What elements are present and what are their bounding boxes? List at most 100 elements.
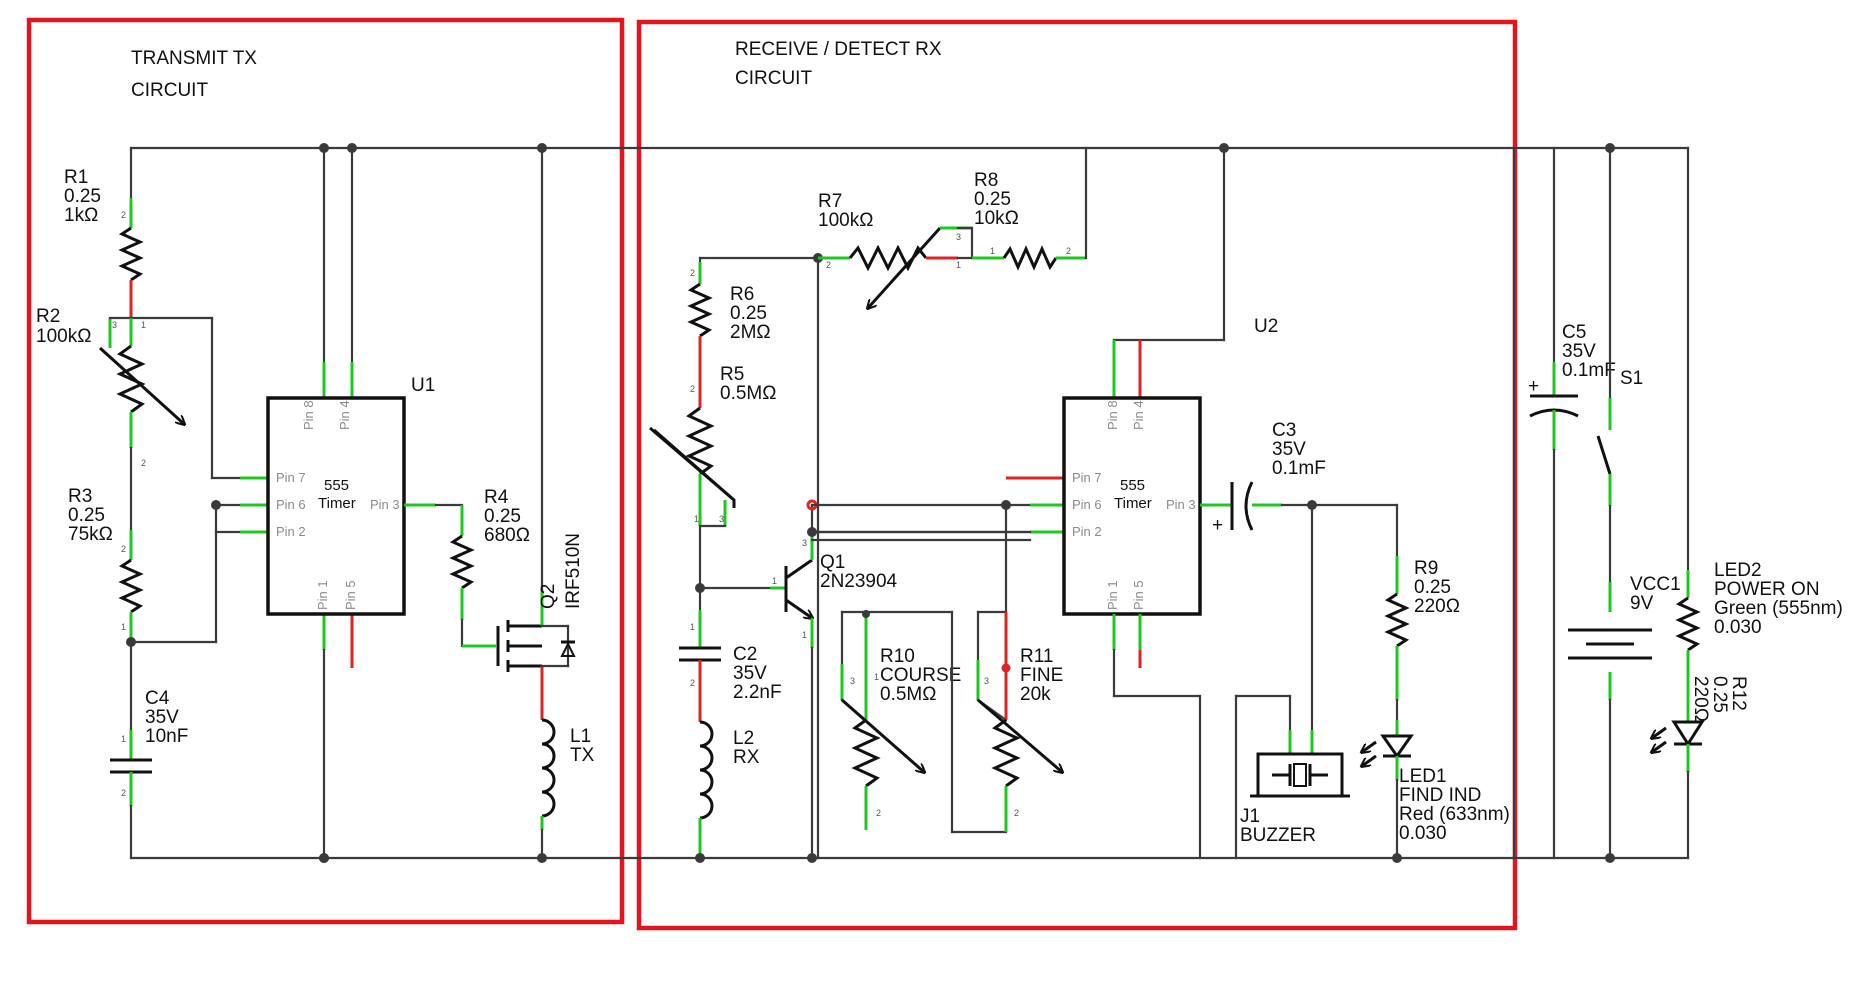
l1-value: TX bbox=[570, 745, 595, 766]
svg-text:1: 1 bbox=[121, 734, 126, 744]
svg-text:1: 1 bbox=[990, 246, 995, 256]
svg-text:555: 555 bbox=[1120, 477, 1145, 494]
q2-label: Q2 bbox=[538, 584, 559, 609]
svg-text:Pin 4: Pin 4 bbox=[337, 400, 352, 430]
svg-text:Pin 6: Pin 6 bbox=[276, 497, 306, 512]
svg-text:1: 1 bbox=[694, 514, 699, 524]
resistor-r4 bbox=[449, 505, 496, 648]
c4-voltage: 35V bbox=[145, 707, 179, 728]
l1-label: L1 bbox=[570, 726, 591, 747]
c5-voltage: 35V bbox=[1562, 341, 1596, 362]
svg-text:Pin 5: Pin 5 bbox=[343, 580, 358, 610]
svg-text:3: 3 bbox=[956, 232, 961, 242]
r12-power: 0.25 bbox=[1709, 676, 1730, 713]
r1-label: R1 bbox=[64, 167, 88, 188]
svg-text:2: 2 bbox=[826, 260, 831, 270]
top-power-rail bbox=[129, 146, 1690, 860]
tx-section-frame bbox=[26, 17, 625, 925]
svg-text:+: + bbox=[1212, 515, 1223, 536]
led1-name: FIND IND bbox=[1399, 785, 1481, 806]
svg-text:1: 1 bbox=[956, 260, 961, 270]
svg-text:3: 3 bbox=[850, 676, 855, 686]
svg-text:Timer: Timer bbox=[1114, 495, 1152, 512]
r3-label: R3 bbox=[68, 486, 92, 507]
svg-text:Pin 7: Pin 7 bbox=[1072, 470, 1102, 485]
svg-text:Timer: Timer bbox=[318, 495, 356, 512]
r10-name: COURSE bbox=[880, 665, 961, 686]
led2-name: POWER ON bbox=[1714, 579, 1820, 600]
resistor-r8: 1 2 bbox=[972, 146, 1088, 271]
rx-section-title-line2: CIRCUIT bbox=[735, 68, 812, 89]
svg-text:+: + bbox=[1528, 376, 1539, 397]
svg-text:2: 2 bbox=[121, 788, 126, 798]
c3-voltage: 35V bbox=[1272, 439, 1306, 460]
c2-label: C2 bbox=[733, 644, 757, 665]
svg-text:Pin 2: Pin 2 bbox=[1072, 524, 1102, 539]
svg-text:3: 3 bbox=[112, 320, 117, 330]
svg-text:Pin 8: Pin 8 bbox=[301, 400, 316, 430]
tx-section-title-line1: TRANSMIT TX bbox=[131, 48, 257, 69]
r11-name: FINE bbox=[1020, 665, 1063, 686]
r7-value: 100kΩ bbox=[818, 210, 873, 231]
l2-value: RX bbox=[733, 747, 760, 768]
r8-value: 10kΩ bbox=[974, 208, 1019, 229]
timer-chip-u1: Pin 8 Pin 4 Pin 7 Pin 6 Pin 2 Pin 3 Pin … bbox=[266, 396, 406, 616]
capacitor-c5: + bbox=[1528, 146, 1579, 860]
led-led2 bbox=[1652, 694, 1705, 860]
r1-power: 0.25 bbox=[64, 186, 101, 207]
led2-color: Green (555nm) bbox=[1714, 598, 1843, 619]
r9-value: 220Ω bbox=[1414, 596, 1460, 617]
svg-text:Pin 5: Pin 5 bbox=[1131, 580, 1146, 610]
r8-label: R8 bbox=[974, 170, 998, 191]
r4-value: 680Ω bbox=[484, 525, 530, 546]
svg-text:1: 1 bbox=[141, 320, 146, 330]
q2-part: IRF510N bbox=[563, 533, 584, 609]
led1-label: LED1 bbox=[1399, 766, 1447, 787]
c2-voltage: 35V bbox=[733, 663, 767, 684]
led1-current: 0.030 bbox=[1399, 823, 1447, 844]
capacitor-c3: + bbox=[1212, 481, 1282, 536]
svg-text:Pin 1: Pin 1 bbox=[1105, 580, 1120, 610]
r4-label: R4 bbox=[484, 487, 509, 508]
svg-text:2: 2 bbox=[690, 268, 695, 278]
led-led1 bbox=[1362, 720, 1414, 863]
r7-label: R7 bbox=[818, 191, 842, 212]
j1-name: BUZZER bbox=[1240, 825, 1316, 846]
resistor-r12 bbox=[1675, 146, 1701, 694]
r4-power: 0.25 bbox=[484, 506, 521, 527]
c5-label: C5 bbox=[1562, 322, 1586, 343]
battery-vcc1 bbox=[1568, 582, 1652, 863]
svg-text:3: 3 bbox=[802, 538, 807, 548]
potentiometer-r7: 2 1 3 bbox=[826, 226, 972, 308]
capacitor-c4: 1 2 bbox=[110, 640, 152, 860]
r6-power: 0.25 bbox=[730, 303, 767, 324]
buzzer-j1 bbox=[1234, 694, 1350, 860]
c4-value: 10nF bbox=[145, 726, 188, 747]
mosfet-q2 bbox=[496, 143, 576, 720]
j1-label: J1 bbox=[1240, 806, 1260, 827]
inductor-l2 bbox=[695, 720, 714, 863]
svg-text:Pin 1: Pin 1 bbox=[315, 580, 330, 610]
svg-text:Pin 7: Pin 7 bbox=[276, 470, 306, 485]
capacitor-c2: 1 2 bbox=[679, 610, 721, 722]
svg-text:2: 2 bbox=[876, 808, 881, 818]
r9-power: 0.25 bbox=[1414, 577, 1451, 598]
potentiometer-r2: 3 1 2 bbox=[98, 316, 214, 532]
svg-text:3: 3 bbox=[719, 514, 724, 524]
rx-section-title-line1: RECEIVE / DETECT RX bbox=[735, 39, 942, 60]
potentiometer-r10: 3 1 2 bbox=[840, 610, 954, 830]
r5-value: 0.5MΩ bbox=[720, 383, 776, 404]
r10-value: 0.5MΩ bbox=[880, 684, 936, 705]
l2-label: L2 bbox=[733, 728, 754, 749]
r12-value: 220Ω bbox=[1690, 676, 1711, 722]
svg-text:555: 555 bbox=[324, 477, 349, 494]
u2-label: U2 bbox=[1254, 316, 1278, 337]
c3-label: C3 bbox=[1272, 420, 1296, 441]
r3-value: 75kΩ bbox=[68, 524, 113, 545]
r9-label: R9 bbox=[1414, 558, 1438, 579]
svg-text:1: 1 bbox=[874, 672, 879, 682]
potentiometer-r11: 3 2 bbox=[976, 610, 1062, 832]
r12-label: R12 bbox=[1728, 676, 1749, 711]
svg-text:Pin 4: Pin 4 bbox=[1131, 400, 1146, 430]
